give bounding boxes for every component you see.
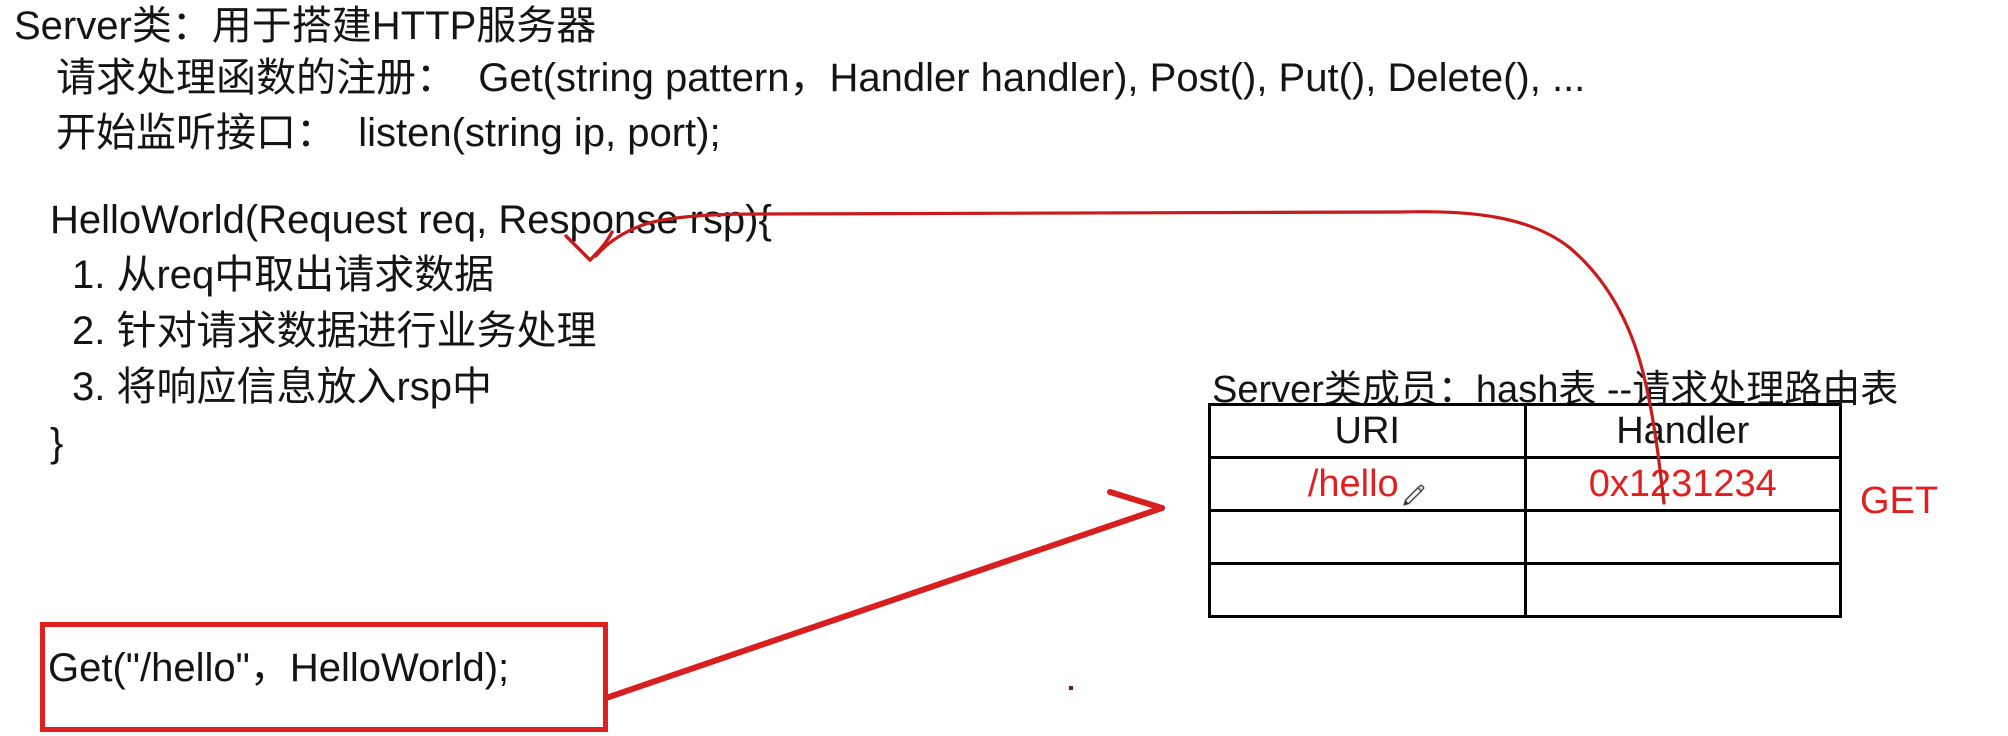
cell-uri-text: /hello — [1307, 462, 1399, 505]
table-row: /hello 0x1231234 — [1208, 456, 1842, 512]
cell-uri-empty-1 — [1208, 509, 1527, 565]
note-line-register-handler: 请求处理函数的注册： Get(string pattern，Handler ha… — [56, 56, 1586, 100]
get-call-highlight-box — [40, 622, 608, 732]
cell-handler-address: 0x1231234 — [1523, 456, 1842, 512]
arrow-get-call-to-table — [603, 489, 1165, 701]
routing-table: URI Handler /hello — [1208, 403, 1842, 618]
cell-uri-hello: /hello — [1208, 456, 1527, 512]
note-line-closing-brace: } — [50, 421, 64, 465]
pencil-icon — [1401, 475, 1427, 506]
note-line-listen: 开始监听接口： listen(string ip, port); — [56, 111, 721, 155]
note-line-step-3: 3. 将响应信息放入rsp中 — [72, 365, 493, 409]
note-line-step-2: 2. 针对请求数据进行业务处理 — [72, 309, 597, 353]
table-row — [1208, 509, 1842, 565]
note-line-step-1: 1. 从req中取出请求数据 — [72, 253, 495, 297]
column-header-uri: URI — [1208, 403, 1527, 459]
table-header-row: URI Handler — [1208, 403, 1842, 459]
note-line-function-signature: HelloWorld(Request req, Response rsp){ — [50, 198, 772, 242]
get-call-text: Get("/hello"，HelloWorld); — [48, 646, 510, 690]
ink-dot — [1069, 686, 1073, 690]
page-title: Server类：用于搭建HTTP服务器 — [14, 4, 597, 48]
cell-handler-empty-1 — [1523, 509, 1842, 565]
cell-handler-empty-2 — [1523, 562, 1842, 618]
cell-uri-empty-2 — [1208, 562, 1527, 618]
column-header-handler: Handler — [1523, 403, 1842, 459]
http-method-label: GET — [1860, 480, 1939, 522]
table-row — [1208, 562, 1842, 618]
